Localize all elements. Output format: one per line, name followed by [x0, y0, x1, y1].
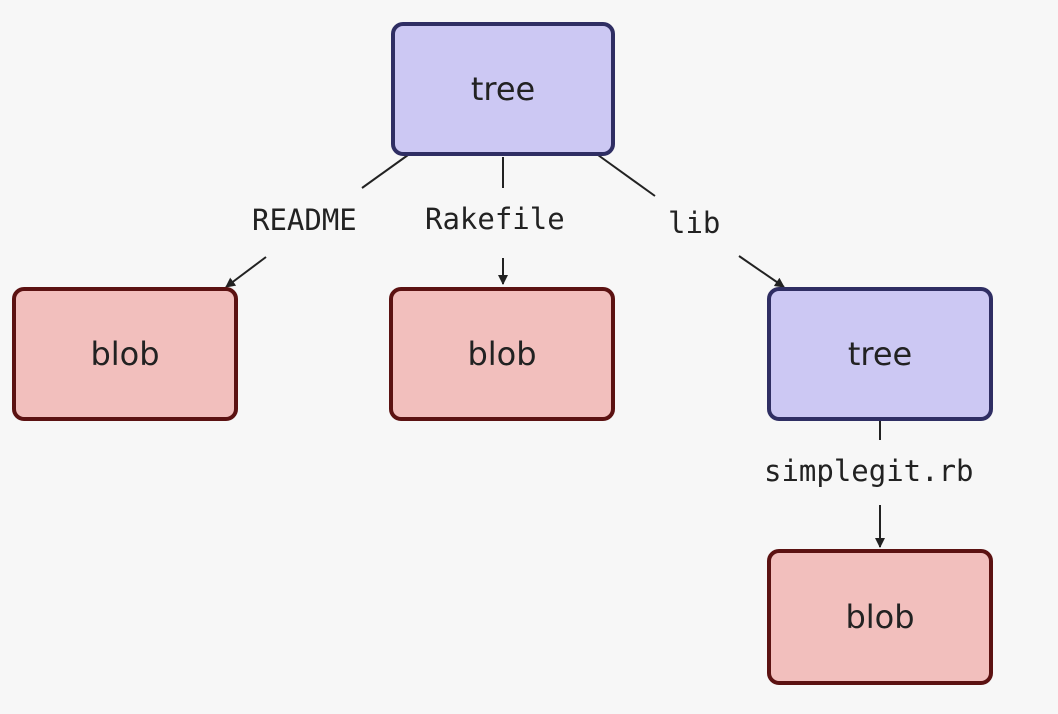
root-tree-node: tree	[391, 22, 615, 156]
rakefile-blob-node: blob	[389, 287, 615, 421]
edge-label-readme: README	[248, 202, 361, 238]
readme-blob-node: blob	[12, 287, 238, 421]
edge-readme-lower	[225, 256, 267, 288]
root-tree-label: tree	[470, 70, 536, 108]
rakefile-blob-label: blob	[467, 335, 537, 373]
edge-label-rakefile: Rakefile	[421, 201, 569, 237]
lib-tree-label: tree	[847, 335, 913, 373]
edge-lib-lower	[738, 255, 785, 288]
edge-label-simplegit: simplegit.rb	[760, 453, 978, 489]
readme-blob-label: blob	[90, 335, 160, 373]
lib-tree-node: tree	[767, 287, 993, 421]
edge-label-lib: lib	[664, 205, 725, 241]
simplegit-blob-node: blob	[767, 549, 993, 685]
edge-lib-upper	[597, 154, 656, 197]
edge-readme-upper	[361, 154, 409, 189]
simplegit-blob-label: blob	[845, 598, 915, 636]
